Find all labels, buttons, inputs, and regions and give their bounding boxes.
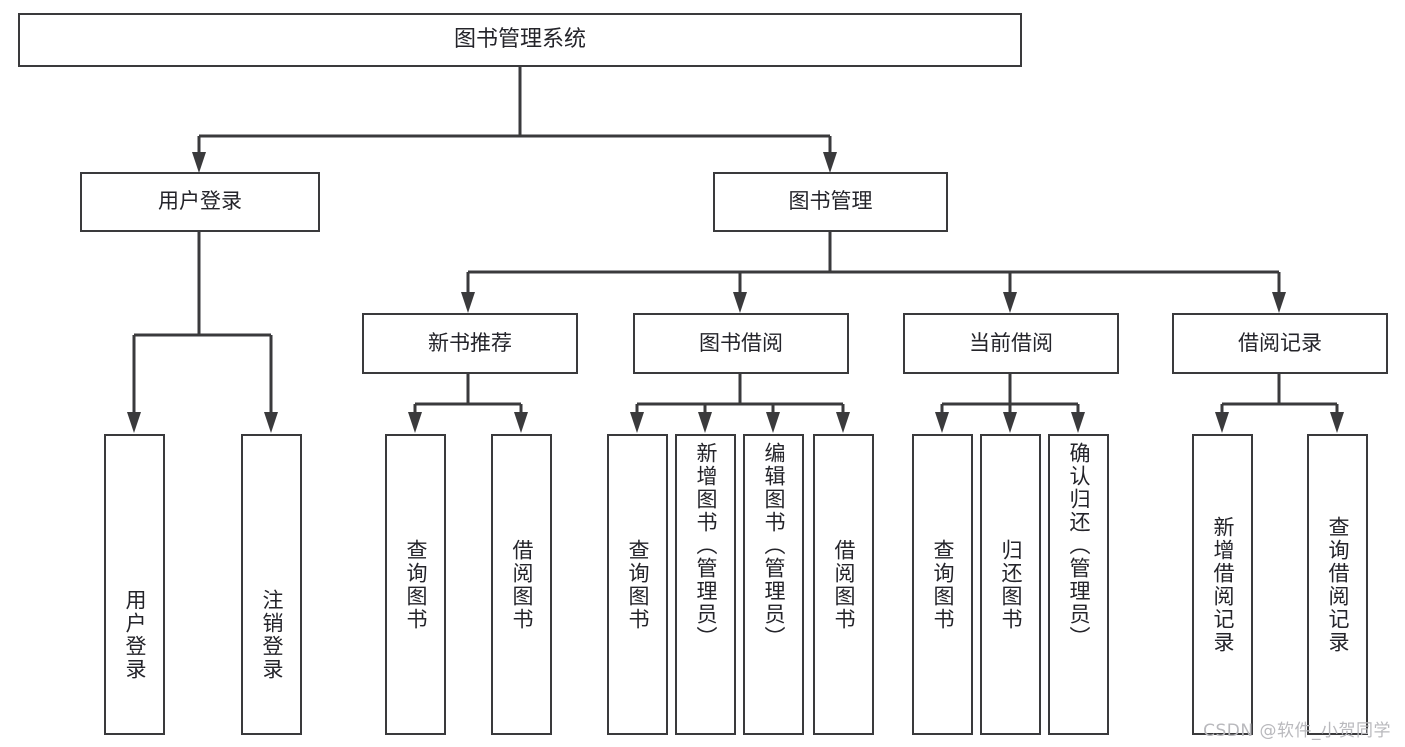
- node-label: 新增图书（管理员）: [694, 442, 718, 649]
- node-label: 用户登录: [123, 589, 147, 681]
- node-root-system[interactable]: 图书管理系统: [18, 13, 1022, 67]
- leaf-add-book-admin[interactable]: 新增图书（管理员）: [675, 434, 736, 735]
- leaf-query-book-recommend[interactable]: 查询图书: [385, 434, 446, 735]
- node-label: 图书管理系统: [453, 26, 586, 52]
- leaf-query-book-borrow[interactable]: 查询图书: [607, 434, 668, 735]
- node-borrow-record[interactable]: 借阅记录: [1172, 313, 1388, 374]
- leaf-user-logout[interactable]: 注销登录: [241, 434, 302, 735]
- node-label: 新书推荐: [428, 330, 512, 355]
- node-label: 查询图书: [931, 538, 955, 631]
- node-label: 新增借阅记录: [1211, 515, 1235, 654]
- node-label: 编辑图书（管理员）: [762, 442, 786, 649]
- node-label: 借阅图书: [510, 538, 534, 631]
- node-label: 查询图书: [404, 538, 428, 631]
- node-new-book-recommend[interactable]: 新书推荐: [362, 313, 578, 374]
- leaf-add-borrow-record[interactable]: 新增借阅记录: [1192, 434, 1253, 735]
- node-label: 借阅图书: [832, 538, 856, 631]
- leaf-confirm-return-admin[interactable]: 确认归还（管理员）: [1048, 434, 1109, 735]
- leaf-edit-book-admin[interactable]: 编辑图书（管理员）: [743, 434, 804, 735]
- node-label: 归还图书: [999, 538, 1023, 631]
- leaf-borrow-book-recommend[interactable]: 借阅图书: [491, 434, 552, 735]
- node-label: 注销登录: [260, 589, 284, 681]
- leaf-query-borrow-record[interactable]: 查询借阅记录: [1307, 434, 1368, 735]
- leaf-return-book[interactable]: 归还图书: [980, 434, 1041, 735]
- node-label: 图书借阅: [699, 330, 783, 355]
- csdn-watermark: CSDN @软件_小贺同学: [1203, 721, 1391, 741]
- node-label: 查询借阅记录: [1326, 515, 1350, 654]
- leaf-user-login[interactable]: 用户登录: [104, 434, 165, 735]
- node-label: 确认归还（管理员）: [1067, 442, 1091, 649]
- leaf-borrow-book[interactable]: 借阅图书: [813, 434, 874, 735]
- node-label: 图书管理: [788, 189, 873, 214]
- node-label: 借阅记录: [1238, 330, 1322, 355]
- node-book-management[interactable]: 图书管理: [713, 172, 948, 232]
- node-label: 用户登录: [158, 189, 242, 214]
- node-label: 当前借阅: [969, 330, 1053, 355]
- node-label: 查询图书: [626, 538, 650, 631]
- node-user-login[interactable]: 用户登录: [80, 172, 320, 232]
- node-current-borrow[interactable]: 当前借阅: [903, 313, 1119, 374]
- leaf-query-book-current[interactable]: 查询图书: [912, 434, 973, 735]
- node-book-borrow[interactable]: 图书借阅: [633, 313, 849, 374]
